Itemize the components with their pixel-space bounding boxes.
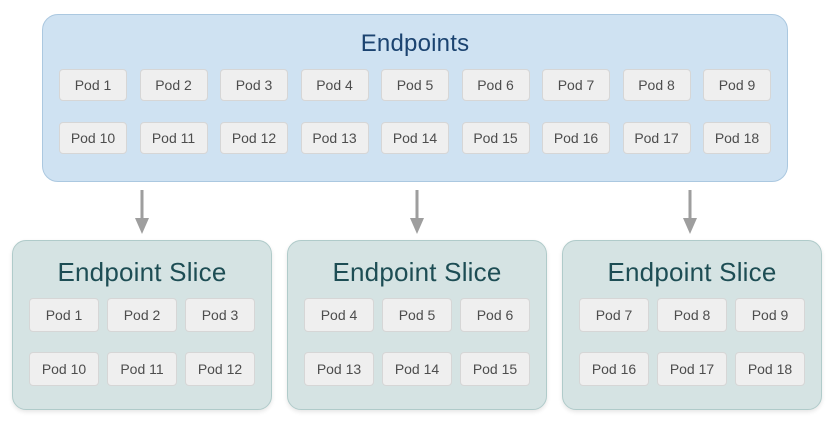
pod-box: Pod 9 bbox=[703, 69, 771, 101]
pod-box: Pod 5 bbox=[381, 69, 449, 101]
pod-box: Pod 15 bbox=[460, 352, 530, 386]
pod-box: Pod 17 bbox=[657, 352, 727, 386]
pod-box: Pod 11 bbox=[107, 352, 177, 386]
pod-box: Pod 7 bbox=[579, 298, 649, 332]
pod-box: Pod 8 bbox=[657, 298, 727, 332]
pod-box: Pod 8 bbox=[622, 69, 691, 101]
down-arrow-icon bbox=[135, 190, 149, 234]
down-arrow-icon bbox=[683, 190, 697, 234]
endpoints-pod-grid: Pod 1 Pod 2 Pod 3 Pod 4 Pod 5 Pod 6 Pod 7 Pod 8… bbox=[59, 69, 771, 154]
pod-box: Pod 9 bbox=[735, 298, 805, 332]
endpoints-box: Endpoints Pod 1 Pod 2 Pod 3 Pod 4 Pod 5 Pod 6… bbox=[42, 14, 788, 182]
pod-box: Pod 16 bbox=[542, 122, 610, 154]
pod-box: Pod 4 bbox=[300, 69, 369, 101]
pod-box: Pod 18 bbox=[703, 122, 771, 154]
pod-box: Pod 4 bbox=[304, 298, 374, 332]
pod-box: Pod 12 bbox=[185, 352, 255, 386]
pod-box: Pod 1 bbox=[29, 298, 99, 332]
pod-box: Pod 2 bbox=[107, 298, 177, 332]
pod-row: Pod 1 Pod 2 Pod 3 Pod 4 Pod 5 Pod 6 Pod 7 Pod 8… bbox=[59, 69, 771, 101]
pod-box: Pod 7 bbox=[542, 69, 610, 101]
pod-row: Pod 10 Pod 11 Pod 12 Pod 13 Pod 14 Pod 15 Pod … bbox=[59, 122, 771, 154]
pod-box: Pod 15 bbox=[461, 122, 530, 154]
pod-box: Pod 3 bbox=[185, 298, 255, 332]
pod-box: Pod 14 bbox=[382, 352, 452, 386]
pod-box: Pod 14 bbox=[381, 122, 449, 154]
pod-box: Pod 18 bbox=[735, 352, 805, 386]
pod-box: Pod 3 bbox=[220, 69, 288, 101]
pod-box: Pod 10 bbox=[59, 122, 127, 154]
pod-box: Pod 17 bbox=[622, 122, 691, 154]
down-arrow-icon bbox=[410, 190, 424, 234]
pod-box: Pod 6 bbox=[460, 298, 530, 332]
pod-box: Pod 11 bbox=[139, 122, 208, 154]
pod-box: Pod 10 bbox=[29, 352, 99, 386]
pod-box: Pod 12 bbox=[220, 122, 288, 154]
endpoints-title: Endpoints bbox=[360, 30, 470, 57]
pod-box: Pod 16 bbox=[579, 352, 649, 386]
pod-box: Pod 13 bbox=[304, 352, 374, 386]
pod-box: Pod 6 bbox=[461, 69, 530, 101]
endpoint-slice-title: Endpoint Slice bbox=[57, 257, 227, 287]
endpoint-slice-title: Endpoint Slice bbox=[607, 257, 777, 287]
pod-box: Pod 2 bbox=[139, 69, 208, 101]
pod-box: Pod 1 bbox=[59, 69, 127, 101]
endpoint-slice-title: Endpoint Slice bbox=[332, 257, 502, 287]
pod-box: Pod 13 bbox=[300, 122, 369, 154]
pod-box: Pod 5 bbox=[382, 298, 452, 332]
